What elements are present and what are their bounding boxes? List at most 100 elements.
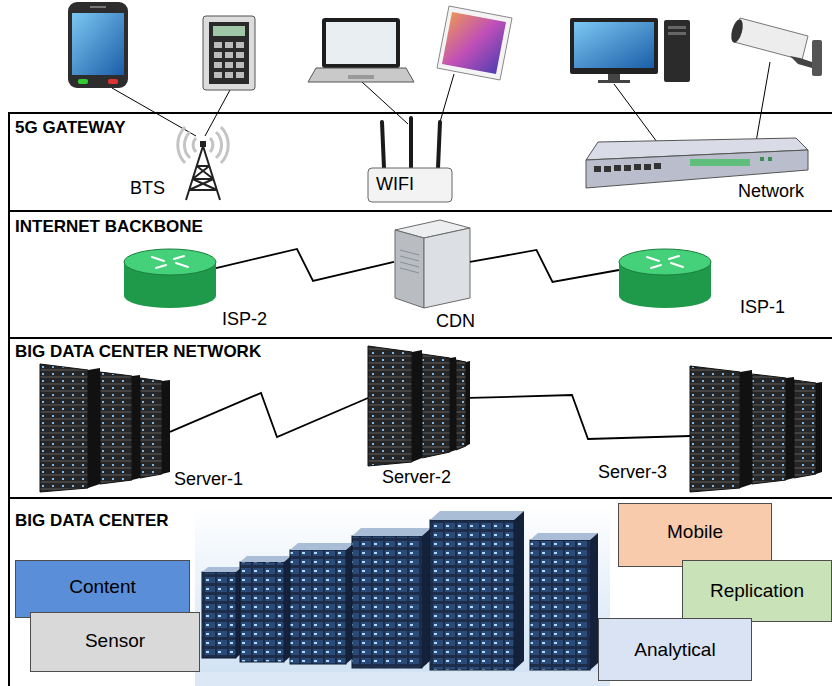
laptop-icon: [308, 18, 414, 82]
zigzag-link: [216, 249, 394, 281]
cdn-server-icon-part: [400, 250, 419, 255]
desktop-icon-part: [664, 20, 690, 82]
datacenter-illustration-part: [202, 572, 236, 658]
tablet-icon: [437, 6, 512, 80]
isp-router-icon-part: [619, 249, 711, 275]
datacenter-illustration-part: [290, 550, 346, 664]
isp-router-icon-part: [647, 256, 683, 268]
server-rack-icon-part: [368, 346, 412, 466]
device-label: Server-3: [598, 462, 667, 483]
server-rack-icon-part: [816, 382, 822, 474]
network-switch-icon-part-part: [634, 164, 641, 170]
desktop-icon-part: [608, 74, 620, 80]
layer-heading: BIG DATA CENTER NETWORK: [15, 342, 261, 362]
keypad-icon-part-part: [214, 52, 222, 58]
wifi-router-icon-part-part: [382, 122, 384, 168]
cdn-server: CDN: [394, 218, 470, 310]
datacenter-illustration-part: [430, 520, 514, 670]
network-switch-icon-part-part: [644, 164, 651, 170]
device-wire-part: [362, 82, 408, 124]
server-rack-icon-part: [794, 380, 816, 478]
keypad-icon-part: [209, 22, 249, 84]
server-rack: Server-1: [40, 362, 170, 492]
device-wire-part: [614, 84, 660, 146]
category-label: Mobile: [619, 521, 771, 543]
isp-router-icon-part-part: [647, 257, 659, 261]
bts-tower-part-part: [193, 138, 196, 152]
network-switch-icon-part: [690, 159, 750, 166]
camera-icon-part: [812, 40, 822, 76]
datacenter-illustration-part: [290, 543, 354, 550]
isp-router-icon-part-part: [176, 263, 188, 267]
datacenter-illustration-part: [195, 672, 610, 686]
network-switch-icon: [586, 138, 808, 188]
isp-router-icon-part-part: [152, 257, 164, 261]
smartphone-icon-part: [78, 79, 88, 84]
network-switch-icon-part-part: [614, 165, 621, 171]
camera-icon-part: [790, 56, 812, 68]
tablet-icon-part: [437, 6, 512, 80]
category-label: Analytical: [599, 639, 751, 661]
server-rack-icon: [40, 364, 170, 492]
device-label: Network: [738, 181, 804, 202]
server-rack: Server-3: [690, 364, 822, 492]
isp-router: ISP-2: [124, 249, 216, 309]
keypad-icon-part-part: [236, 72, 244, 78]
datacenter-illustration-part: [202, 567, 242, 572]
datacenter-illustration-part: [240, 556, 291, 562]
cdn-server-icon-part: [400, 262, 419, 267]
bts-tower-part: [186, 146, 220, 200]
keypad-icon-part-part: [236, 52, 244, 58]
layer-band: INTERNET BACKBONEISP-2CDNISP-1: [8, 210, 832, 337]
wifi-router-icon-part-part: [409, 118, 413, 168]
wifi-router-icon-part: [368, 168, 452, 202]
wifi-router: WIFI: [366, 118, 452, 204]
smartphone-icon-part: [108, 79, 118, 84]
category-box: Analytical: [598, 618, 752, 681]
datacenter-illustration-part: [352, 528, 431, 536]
server-rack-icon: [368, 346, 470, 466]
datacenter-illustration-part: [530, 540, 590, 670]
layer-band: BIG DATA CENTERContentSensorMobileReplic…: [8, 497, 832, 686]
cdn-server-icon: [395, 220, 470, 308]
layer-band: BIG DATA CENTER NETWORKServer-1Server-2S…: [8, 337, 832, 497]
zigzag-link: [470, 395, 690, 439]
keypad-icon-part-part: [236, 42, 244, 48]
keypad-icon-part-part: [225, 62, 233, 68]
wifi-router-icon-part-part: [438, 122, 440, 168]
network-switch-icon-part-part: [604, 166, 611, 172]
server-rack-icon-part: [140, 378, 162, 478]
desktop-icon-part: [598, 80, 630, 83]
server-rack-icon-part: [412, 350, 422, 462]
isp-router-icon: [124, 249, 216, 308]
desktop-icon-part: [574, 22, 654, 68]
bts-tower-part-part: [210, 138, 213, 152]
server-rack-icon-part: [456, 360, 466, 450]
tablet-icon-part: [442, 12, 506, 74]
isp-router-icon-part-part: [156, 265, 166, 268]
keypad-icon: [203, 16, 255, 90]
laptop-icon-part: [348, 75, 374, 79]
network-switch-icon-part-part: [624, 165, 631, 171]
server-rack-icon-part: [752, 374, 786, 484]
isp-router-icon-part-part: [671, 263, 683, 267]
datacenter-illustration-part: [430, 511, 524, 520]
server-rack-icon: [690, 366, 822, 492]
device-label: Server-1: [174, 469, 243, 490]
bts-tower-part-part: [221, 127, 228, 163]
cdn-server-icon-part: [395, 230, 424, 308]
server-rack-icon-part: [162, 380, 170, 474]
datacenter-illustration-part: [352, 536, 422, 668]
keypad-icon-part: [203, 16, 255, 90]
layer-heading: 5G GATEWAY: [15, 118, 126, 138]
datacenter-illustration-part: [240, 562, 284, 662]
device-label: Server-2: [382, 467, 451, 488]
device-label: BTS: [130, 178, 165, 199]
isp-router-icon-part-part: [669, 256, 679, 259]
server-rack-icon-part: [786, 377, 794, 480]
keypad-icon-part-part: [225, 72, 233, 78]
server-rack: Server-2: [368, 344, 470, 465]
isp-router-icon-part: [619, 284, 711, 308]
keypad-icon-part-part: [225, 52, 233, 58]
network-switch-icon-part-part: [654, 163, 661, 169]
